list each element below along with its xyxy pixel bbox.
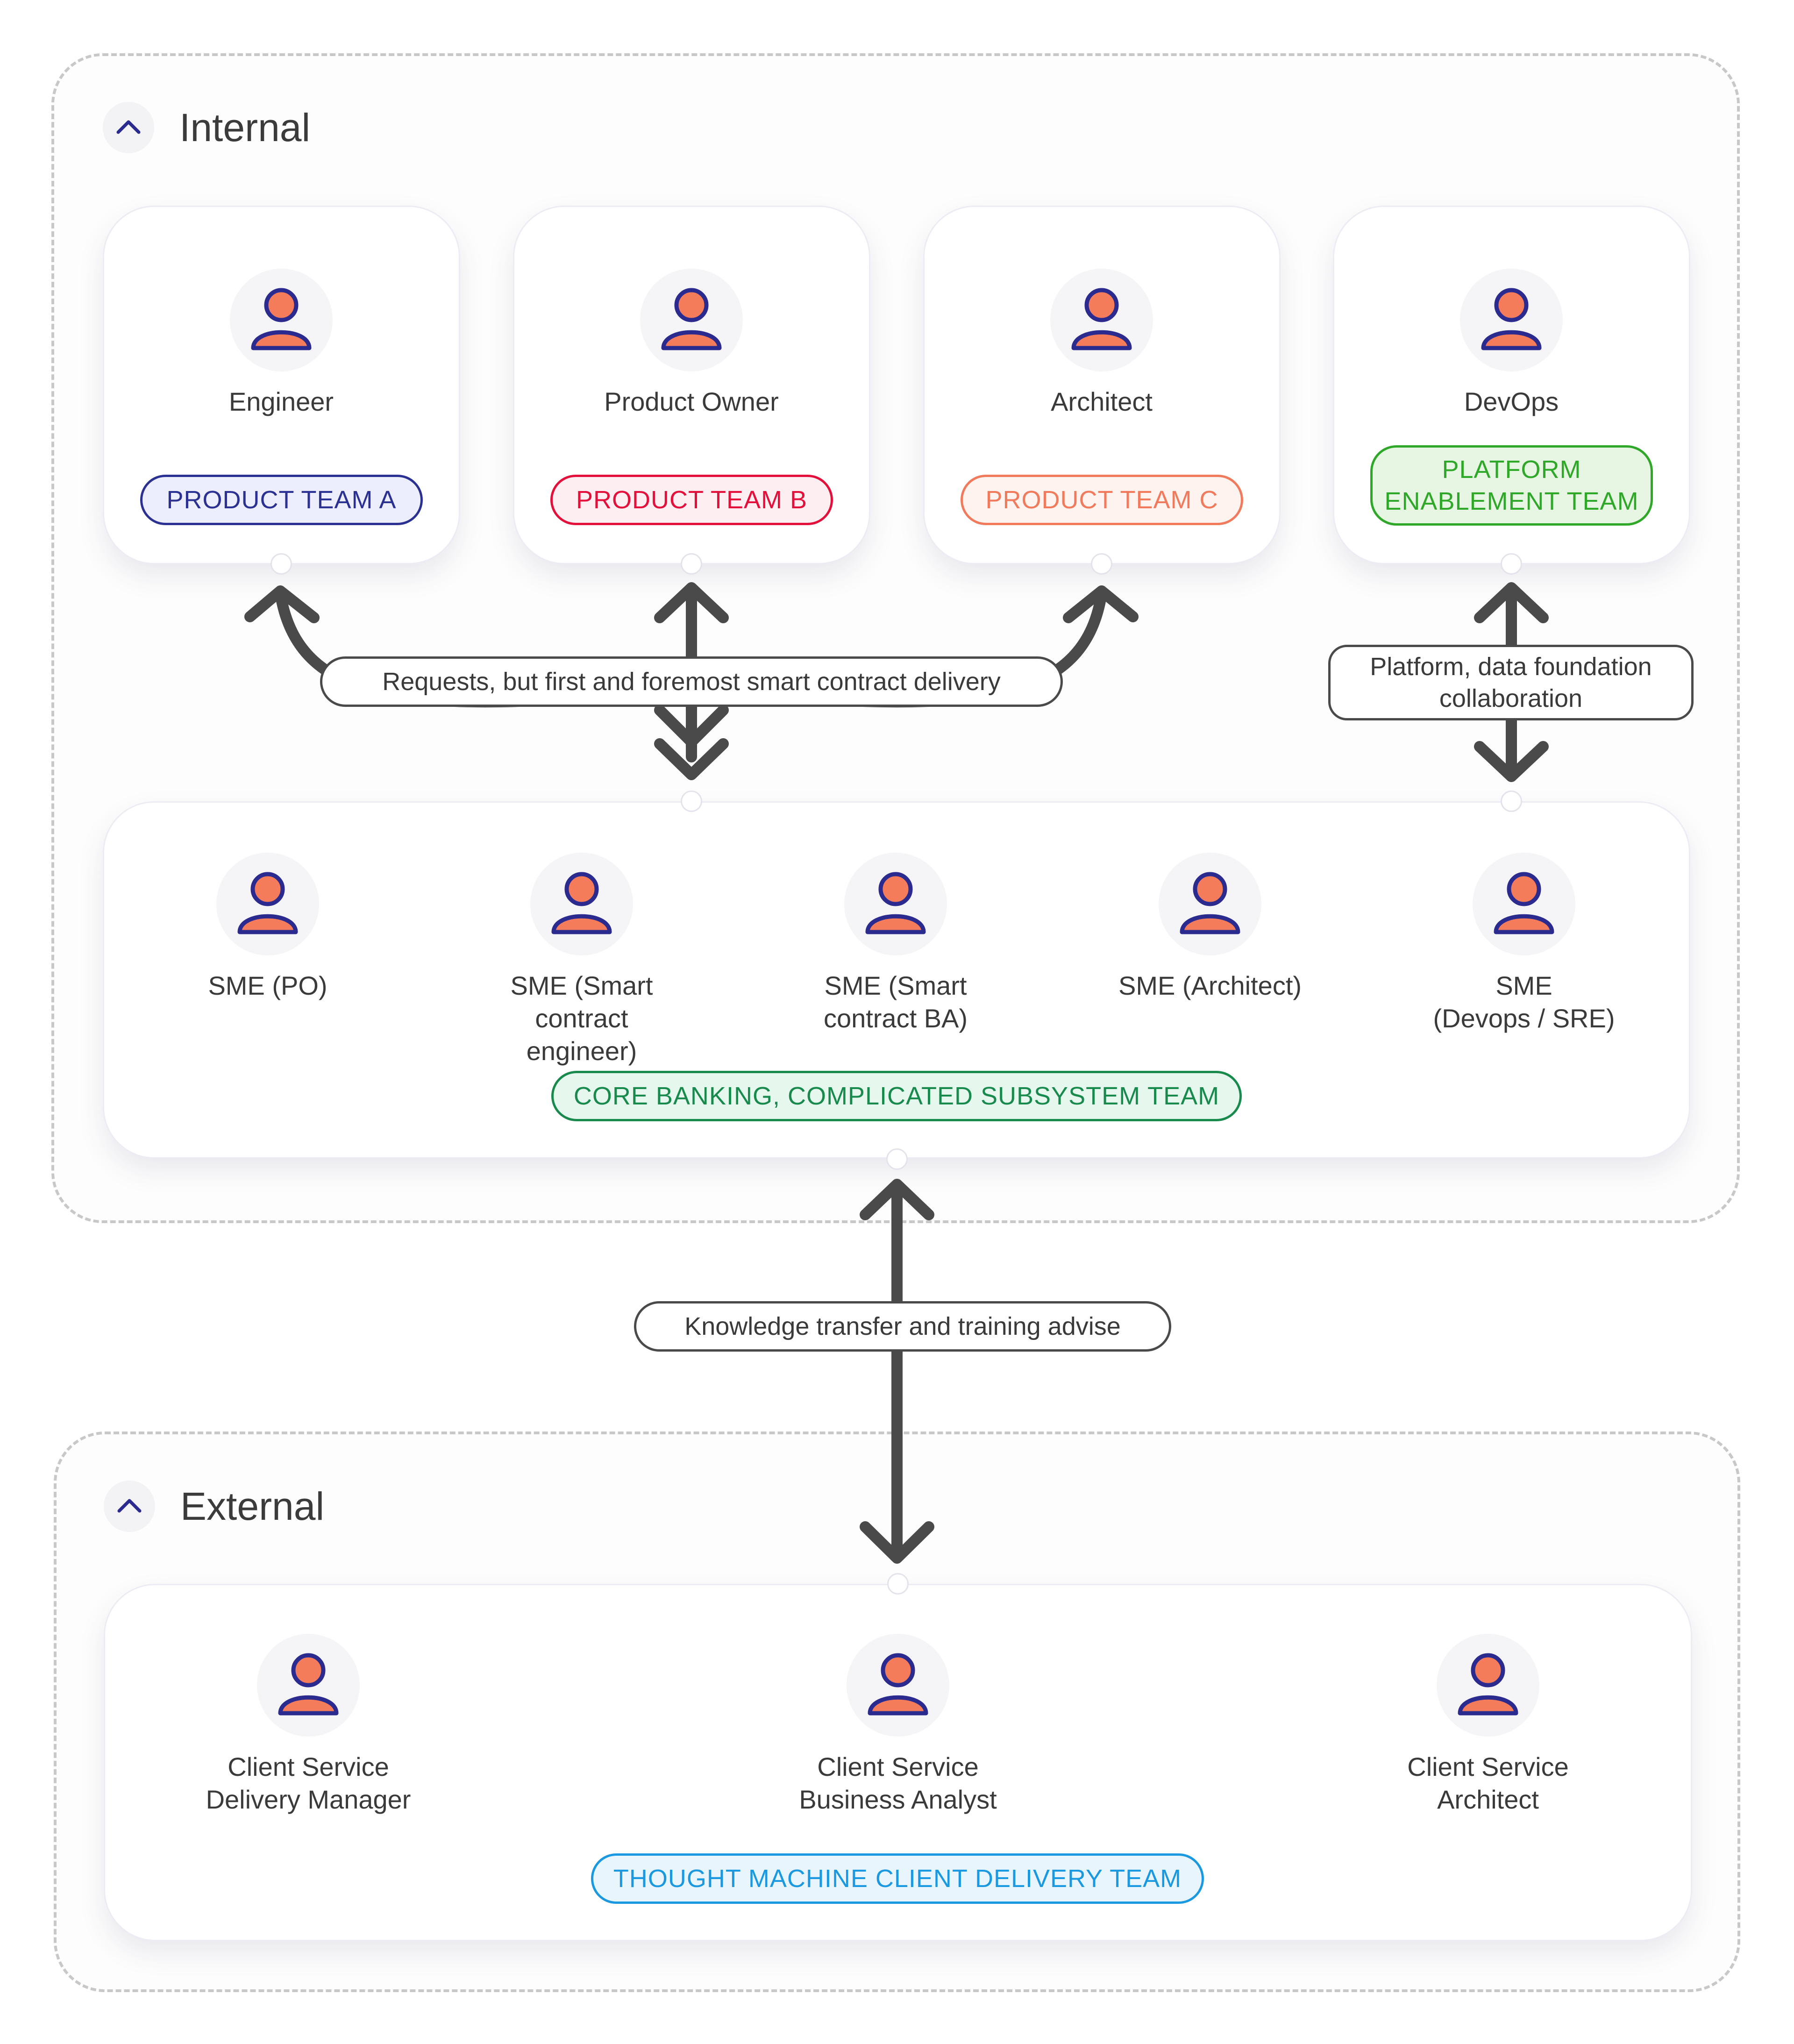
- port-dot: [1501, 791, 1522, 812]
- person-icon: [844, 853, 947, 955]
- requests-link-label: Requests, but first and foremost smart c…: [320, 656, 1063, 707]
- person-client-service-business-analyst[interactable]: Client Service Business Analyst: [795, 1634, 1001, 1816]
- platform-link-label: Platform, data foundation collaboration: [1328, 645, 1694, 720]
- person-icon: [847, 1634, 949, 1737]
- person-icon: [1050, 269, 1153, 371]
- role-label: Client Service Delivery Manager: [206, 1752, 411, 1814]
- role-label: Product Owner: [604, 387, 779, 416]
- team-badge-product-c: PRODUCT TEAM C: [961, 475, 1243, 525]
- port-dot: [681, 791, 702, 812]
- person-icon: [640, 269, 743, 371]
- person-engineer[interactable]: Engineer: [178, 269, 384, 418]
- person-sme-smart-contract-engineer[interactable]: SME (Smart contract engineer): [479, 853, 684, 1068]
- person-icon: [1473, 853, 1575, 955]
- role-label: SME (Smart contract engineer): [510, 971, 653, 1066]
- chevron-up-icon: [115, 1496, 143, 1517]
- role-label: SME (Devops / SRE): [1433, 971, 1615, 1033]
- person-sme-devops-sre[interactable]: SME (Devops / SRE): [1421, 853, 1627, 1035]
- chevron-up-icon: [114, 117, 142, 138]
- role-label: SME (Architect): [1118, 971, 1302, 1000]
- arrowhead-team-c: [1063, 585, 1139, 623]
- internal-header: Internal: [103, 102, 310, 153]
- person-icon: [530, 853, 633, 955]
- arrowhead-platform-down: [1474, 741, 1549, 782]
- arrowhead-platform-up: [1474, 582, 1549, 623]
- port-dot: [886, 1148, 908, 1170]
- person-icon: [230, 269, 333, 371]
- arrowhead-team-a: [244, 585, 320, 623]
- internal-toggle-button[interactable]: [103, 102, 154, 153]
- person-client-service-architect[interactable]: Client Service Architect: [1385, 1634, 1591, 1816]
- port-dot: [1501, 553, 1522, 575]
- role-label: SME (PO): [208, 971, 327, 1000]
- internal-title: Internal: [179, 105, 311, 150]
- role-label: DevOps: [1464, 387, 1559, 416]
- person-sme-architect[interactable]: SME (Architect): [1107, 853, 1313, 1002]
- team-badge-core-banking: CORE BANKING, COMPLICATED SUBSYSTEM TEAM: [551, 1071, 1242, 1121]
- team-badge-product-b: PRODUCT TEAM B: [550, 475, 833, 525]
- role-label: Client Service Architect: [1407, 1752, 1569, 1814]
- external-toggle-button[interactable]: [104, 1481, 155, 1532]
- knowledge-link-label: Knowledge transfer and training advise: [634, 1301, 1171, 1352]
- person-devops[interactable]: DevOps: [1409, 269, 1614, 418]
- external-header: External: [104, 1481, 324, 1532]
- person-icon: [1437, 1634, 1539, 1737]
- role-label: Engineer: [228, 387, 334, 416]
- role-label: Architect: [1051, 387, 1153, 416]
- team-badge-product-a: PRODUCT TEAM A: [140, 475, 423, 525]
- person-icon: [216, 853, 319, 955]
- person-architect[interactable]: Architect: [999, 269, 1204, 418]
- team-badge-client-delivery: THOUGHT MACHINE CLIENT DELIVERY TEAM: [591, 1853, 1204, 1904]
- arrowhead-team-b: [654, 582, 729, 623]
- person-sme-po[interactable]: SME (PO): [165, 853, 370, 1002]
- person-icon: [257, 1634, 360, 1737]
- port-dot: [271, 553, 292, 575]
- arrowhead-knowledge-down: [860, 1521, 934, 1564]
- arrowhead-knowledge-up: [860, 1179, 934, 1220]
- role-label: Client Service Business Analyst: [799, 1752, 997, 1814]
- person-icon: [1159, 853, 1261, 955]
- arrowhead-core-1: [654, 705, 729, 748]
- person-sme-smart-contract-ba[interactable]: SME (Smart contract BA): [793, 853, 998, 1035]
- person-icon: [1460, 269, 1563, 371]
- team-badge-platform: PLATFORM ENABLEMENT TEAM: [1370, 445, 1653, 526]
- external-title: External: [180, 1484, 325, 1528]
- role-label: SME (Smart contract BA): [823, 971, 968, 1033]
- person-product-owner[interactable]: Product Owner: [589, 269, 794, 418]
- port-dot: [1091, 553, 1112, 575]
- arrowhead-core-2: [654, 738, 729, 780]
- port-dot: [887, 1573, 909, 1595]
- person-client-service-delivery-manager[interactable]: Client Service Delivery Manager: [206, 1634, 411, 1816]
- port-dot: [681, 553, 702, 575]
